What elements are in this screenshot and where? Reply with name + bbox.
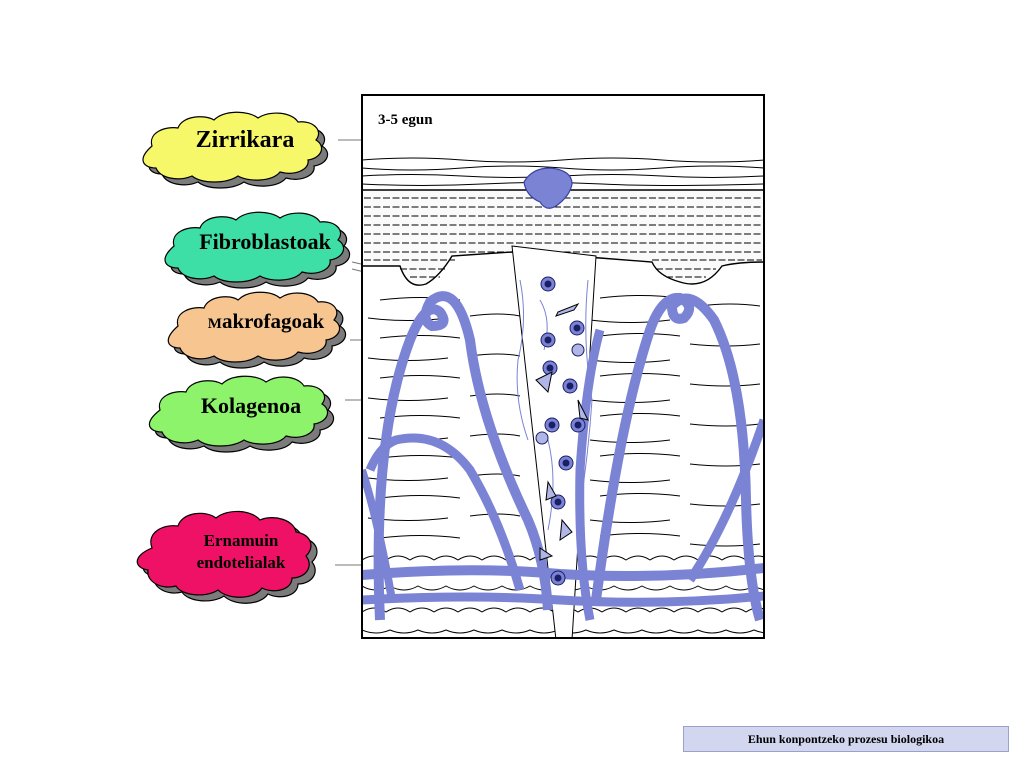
epidermis-cells <box>362 189 764 286</box>
kolagenoa-cloud <box>148 375 329 447</box>
ernamuin-cloud <box>136 510 312 598</box>
label-clouds <box>136 111 351 604</box>
fibroblast-cells <box>535 302 589 561</box>
label-makrofagoak-initial: M <box>207 316 222 332</box>
scab <box>523 167 573 209</box>
cell-rows <box>364 197 762 278</box>
label-ernamuin-endotelialak: Ernamuin endotelialak <box>148 530 334 574</box>
label-fibroblastoak: Fibroblastoak <box>199 229 331 254</box>
label-kolagenoa: Kolagenoa <box>200 393 302 418</box>
label-ernamuin-line1: Ernamuin <box>203 531 279 550</box>
makrofagoak-cloud <box>167 291 341 363</box>
wound-gap <box>511 245 597 638</box>
wound-cells <box>535 276 586 586</box>
tissue-panel <box>361 94 765 639</box>
fibroblastoak-cloud <box>164 211 345 283</box>
blood-vessels <box>362 291 764 622</box>
label-makrofagoak: Makrofagoak <box>176 309 356 334</box>
zirrikara-cloud <box>142 111 323 183</box>
label-makrofagoak-rest: akrofagoak <box>221 309 325 333</box>
footer-caption: Ehun konpontzeko prozesu biologikoa <box>683 726 1009 752</box>
label-ernamuin-line2: endotelialak <box>196 553 286 572</box>
label-zirrikara: Zirrikara <box>195 127 295 153</box>
day-label: 3-5 egun <box>378 112 433 128</box>
